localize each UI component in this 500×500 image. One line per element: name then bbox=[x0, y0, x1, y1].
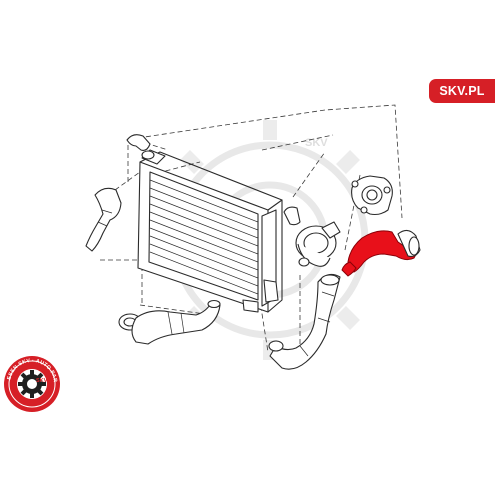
logo-ring-text: ESEN SKV · AUTO PARTS bbox=[0, 0, 58, 383]
watermark-label: SKV bbox=[305, 137, 328, 149]
lower-middle-hose bbox=[268, 273, 341, 370]
throttle-body bbox=[351, 175, 393, 216]
turbocharger bbox=[283, 206, 341, 267]
brand-badge: SKV.PL bbox=[429, 79, 495, 103]
intercooler bbox=[137, 149, 283, 313]
lower-left-hose bbox=[118, 299, 221, 345]
logo-center-label: SKV bbox=[36, 378, 48, 384]
gear-icon bbox=[18, 370, 46, 398]
highlighted-charge-air-hose bbox=[341, 229, 421, 277]
brand-badge-label: SKV.PL bbox=[439, 84, 485, 98]
upper-left-hose bbox=[85, 134, 155, 252]
skv-logo: SKV ESEN SKV · AUTO PARTS bbox=[0, 0, 60, 412]
